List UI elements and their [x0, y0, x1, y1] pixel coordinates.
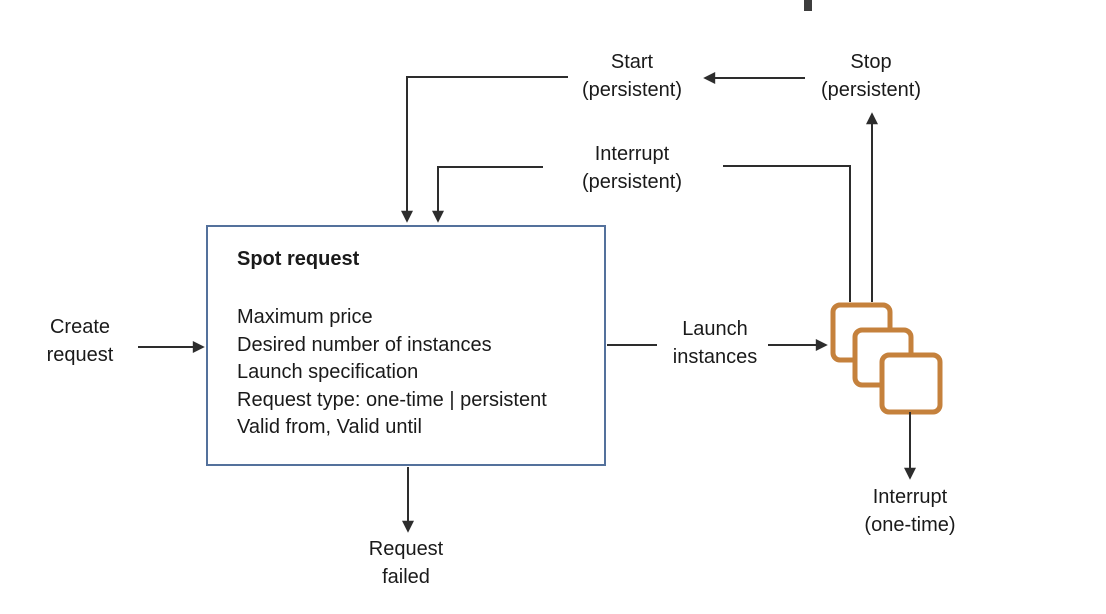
label-create-request: Create request [10, 313, 150, 369]
arrow-start-to-box [401, 76, 568, 223]
label-line: Request [368, 538, 444, 560]
label-stop-persistent: Stop (persistent) [801, 48, 941, 104]
box-line-valid-from-until: Valid from, Valid until [237, 416, 422, 438]
arrow-interrupt-to-box [432, 166, 543, 223]
label-line: Stop [850, 51, 892, 73]
top-edge-bar [804, 0, 812, 11]
label-interrupt-one-time: Interrupt (one-time) [840, 483, 980, 539]
label-line: (one-time) [864, 514, 956, 536]
label-line: (persistent) [581, 79, 683, 101]
instance-square-front [879, 352, 943, 415]
label-line: instances [672, 346, 758, 368]
label-line: (persistent) [820, 79, 922, 101]
label-line: failed [382, 566, 430, 588]
label-line: Start [610, 51, 654, 73]
box-line-maximum-price: Maximum price [237, 306, 373, 328]
label-line: (persistent) [581, 171, 683, 193]
label-request-failed: Request failed [336, 535, 476, 591]
spot-request-title: Spot request [237, 248, 360, 270]
label-line: Interrupt [594, 143, 670, 165]
spot-request-box: Spot request Maximum price Desired numbe… [206, 225, 606, 466]
label-interrupt-persistent: Interrupt (persistent) [562, 140, 702, 196]
label-line: request [46, 344, 114, 366]
spot-request-attributes: Maximum price Desired number of instance… [237, 304, 604, 442]
box-line-desired-number: Desired number of instances [237, 333, 492, 356]
label-line: Launch [682, 318, 748, 340]
label-line: Create [49, 316, 111, 338]
line-interrupt-to-instances [723, 165, 851, 302]
label-start-persistent: Start (persistent) [562, 48, 702, 104]
label-launch-instances: Launch instances [645, 315, 785, 371]
label-line: Interrupt [872, 486, 948, 508]
box-line-launch-specification: Launch specification [237, 361, 419, 383]
box-line-request-type: Request type: one-time | persistent [237, 388, 547, 411]
